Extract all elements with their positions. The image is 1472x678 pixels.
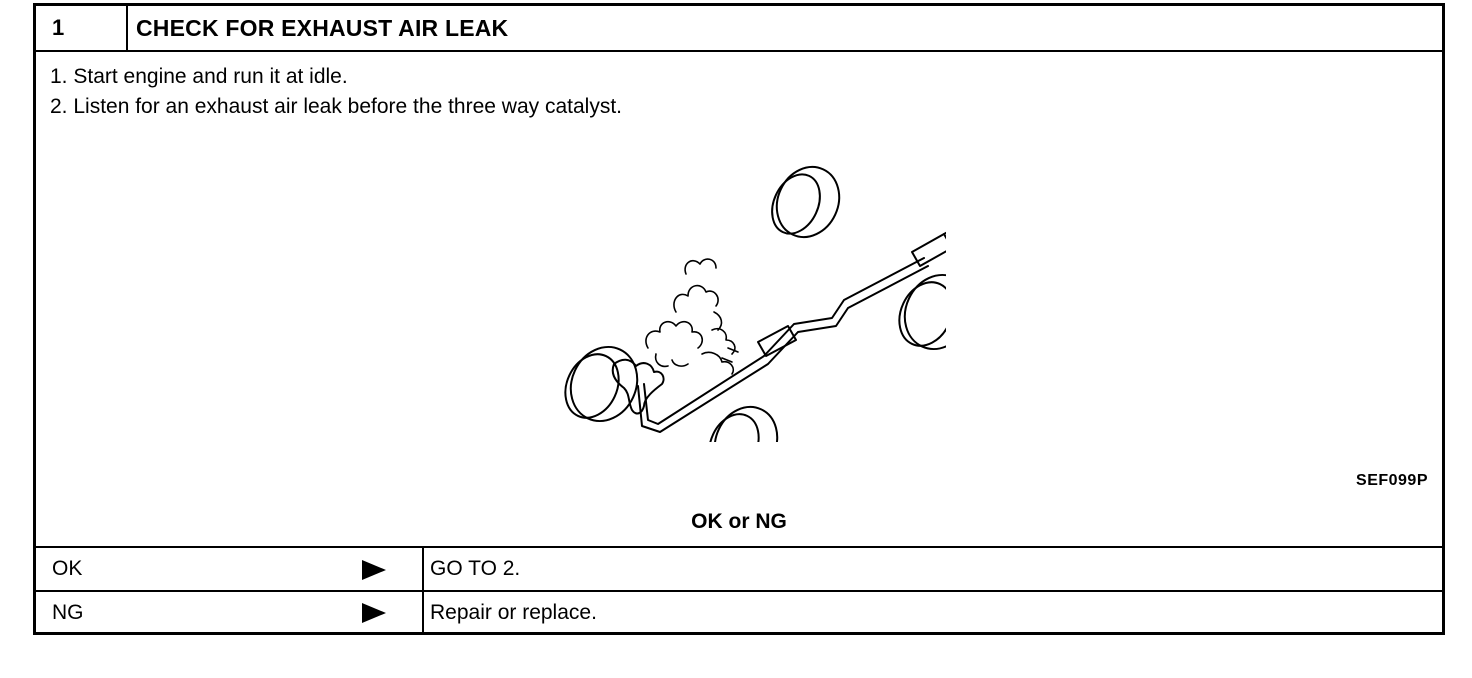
instruction-list: 1. Start engine and run it at idle. 2. L… [50, 62, 622, 122]
arrow-right-icon [362, 603, 386, 623]
diagnostic-step-table: 1 CHECK FOR EXHAUST AIR LEAK 1. Start en… [33, 3, 1445, 635]
wheel-icon [564, 346, 639, 422]
exhaust-system-illustration [564, 165, 946, 442]
result-action: GO TO 2. [430, 557, 521, 580]
column-divider [422, 592, 424, 632]
result-action: Repair or replace. [430, 601, 597, 624]
result-row-ok: OK GO TO 2. [36, 548, 1442, 592]
arrow-right-icon [362, 560, 386, 580]
step-title: CHECK FOR EXHAUST AIR LEAK [136, 15, 509, 41]
step-body: 1. Start engine and run it at idle. 2. L… [36, 52, 1442, 548]
result-row-ng: NG Repair or replace. [36, 592, 1442, 632]
figure-code: SEF099P [1356, 472, 1428, 489]
step-header: 1 CHECK FOR EXHAUST AIR LEAK [36, 6, 1442, 52]
wheel-icon [708, 405, 779, 442]
result-key: NG [52, 601, 84, 624]
wheel-icon [771, 165, 841, 239]
step-number: 1 [36, 6, 128, 50]
result-key: OK [52, 557, 83, 580]
result-label: OK or NG [691, 510, 787, 533]
wheel-icon [898, 274, 946, 350]
smoke-icon [645, 258, 739, 375]
exhaust-pipe [637, 231, 946, 433]
instruction-item: 1. Start engine and run it at idle. [50, 65, 348, 88]
hand-icon [611, 358, 665, 415]
column-divider [422, 548, 424, 590]
instruction-item: 2. Listen for an exhaust air leak before… [50, 95, 622, 118]
